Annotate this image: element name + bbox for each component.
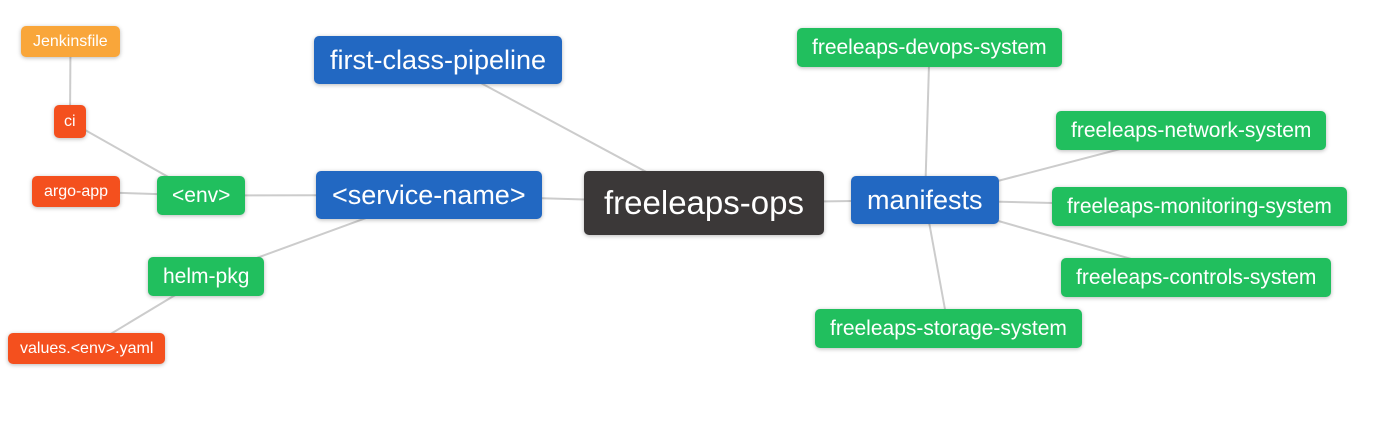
node-values-env-yaml[interactable]: values.<env>.yaml [8, 333, 166, 365]
node-ci[interactable]: ci [54, 105, 86, 139]
node-env[interactable]: <env> [157, 176, 246, 216]
node-argo-app[interactable]: argo-app [32, 176, 121, 208]
node-jenkinsfile[interactable]: Jenkinsfile [21, 26, 120, 58]
node-service-name[interactable]: <service-name> [316, 171, 542, 220]
node-freeleaps-network-system[interactable]: freeleaps-network-system [1056, 111, 1327, 151]
node-freeleaps-monitoring-system[interactable]: freeleaps-monitoring-system [1052, 187, 1347, 227]
node-first-class-pipeline[interactable]: first-class-pipeline [314, 36, 563, 85]
node-helm-pkg[interactable]: helm-pkg [148, 257, 265, 297]
node-freeleaps-ops-root[interactable]: freeleaps-ops [584, 171, 824, 235]
node-freeleaps-devops-system[interactable]: freeleaps-devops-system [797, 28, 1062, 68]
node-freeleaps-storage-system[interactable]: freeleaps-storage-system [815, 309, 1082, 349]
node-manifests[interactable]: manifests [851, 176, 999, 225]
node-freeleaps-controls-system[interactable]: freeleaps-controls-system [1061, 258, 1332, 298]
